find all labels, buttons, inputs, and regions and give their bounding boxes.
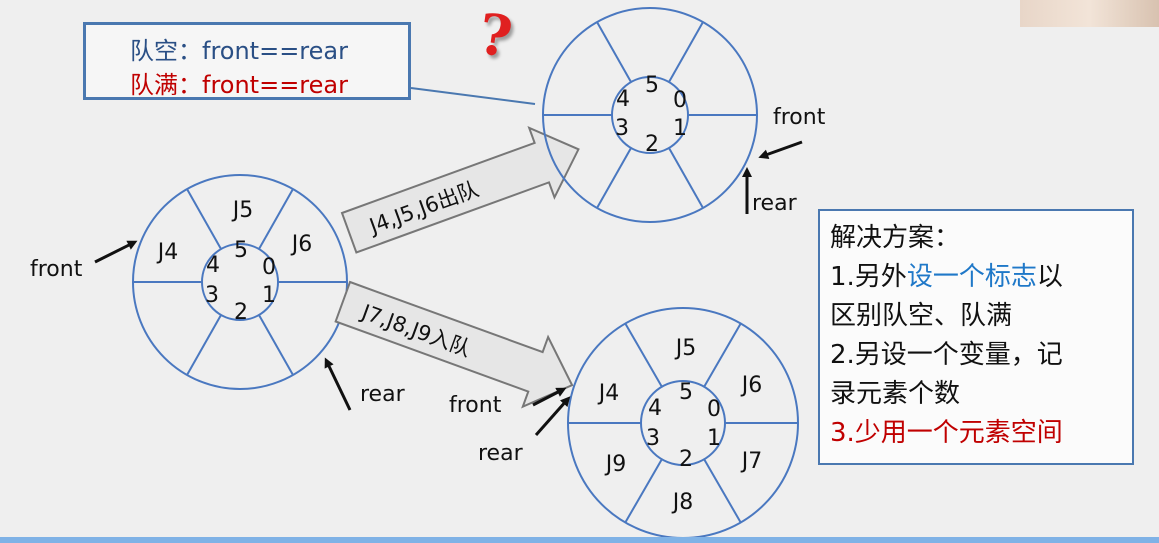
bottom-index-5: 5: [679, 380, 693, 405]
bottom-index-0: 0: [707, 397, 721, 422]
top-front-label: front: [773, 105, 826, 130]
left-index-3: 3: [205, 283, 219, 308]
left-index-5: 5: [234, 238, 248, 263]
bottom-index-1: 1: [707, 426, 721, 451]
bottom-index-4: 4: [648, 396, 662, 421]
webcam-overlay: [1020, 0, 1159, 27]
solution-title: 解决方案：: [830, 223, 961, 253]
left-index-2: 2: [234, 300, 248, 325]
bottom-front-arrow: [532, 387, 567, 407]
dequeue-block-arrow: J4,J5,J6出队: [340, 126, 580, 254]
item1-suffix: 以: [1036, 262, 1063, 292]
bottom-rear-label: rear: [478, 441, 524, 466]
empty-condition: 队空：front==rear: [130, 37, 348, 65]
left-element-j4: J4: [156, 240, 179, 265]
bottom-element-j5: J5: [674, 336, 697, 361]
left-index-0: 0: [262, 255, 276, 280]
solution-item-1: 1.另外设一个标志以: [830, 258, 1132, 297]
bottom-accent-bar: [0, 537, 1159, 543]
top-rear-label: rear: [752, 191, 798, 216]
bottom-element-j6: J6: [740, 373, 763, 398]
full-condition: 队满：front==rear: [130, 71, 348, 99]
top-index-3: 3: [615, 116, 629, 141]
top-index-2: 2: [645, 132, 659, 157]
bottom-labels: J5 J4 J6 J9 J7 J8 5 4 0 3 1 2 front rear: [449, 336, 762, 515]
enqueue-block-arrow: J7,J8,J9入队: [334, 280, 574, 409]
bottom-element-j9: J9: [604, 452, 627, 477]
bottom-element-j7: J7: [740, 449, 763, 474]
top-circular-queue: [542, 7, 758, 223]
left-front-label: front: [30, 257, 83, 282]
top-labels: 5 4 0 3 1 2 front rear: [615, 73, 826, 216]
left-rear-arrow: [324, 357, 352, 411]
solution-item-2: 2.另设一个变量，记: [830, 340, 1063, 370]
solution-item-3: 3.少用一个元素空间: [830, 418, 1063, 448]
bottom-front-label: front: [449, 393, 502, 418]
bottom-element-j4: J4: [597, 381, 620, 406]
item1-prefix: 1.另外: [830, 262, 907, 292]
left-circular-queue: [132, 174, 348, 390]
top-index-0: 0: [673, 88, 687, 113]
top-index-5: 5: [645, 73, 659, 98]
solution-item-2-cont: 录元素个数: [830, 379, 961, 409]
solution-box: 解决方案： 1.另外设一个标志以 区别队空、队满 2.另设一个变量，记 录元素个…: [818, 209, 1134, 465]
item1-highlight: 设一个标志: [906, 262, 1037, 292]
condition-callout: 队空：front==rear 队满：front==rear: [83, 22, 411, 100]
bottom-index-2: 2: [679, 447, 693, 472]
bottom-rear-arrow: [534, 396, 571, 436]
left-element-j6: J6: [290, 232, 313, 257]
left-index-1: 1: [262, 283, 276, 308]
callout-pointer: [410, 87, 536, 105]
left-front-arrow: [94, 240, 138, 264]
bottom-circular-queue: [567, 307, 799, 539]
bottom-element-j8: J8: [671, 490, 694, 515]
top-front-arrow: [758, 140, 803, 160]
top-index-4: 4: [616, 87, 630, 112]
top-index-1: 1: [673, 116, 687, 141]
solution-item-1-cont: 区别队空、队满: [830, 301, 1013, 331]
bottom-index-3: 3: [646, 426, 660, 451]
left-element-j5: J5: [231, 198, 254, 223]
left-index-4: 4: [206, 253, 220, 278]
left-labels: J5 J4 J6 5 4 0 3 1 2 front rear: [30, 198, 406, 407]
left-rear-label: rear: [360, 382, 406, 407]
